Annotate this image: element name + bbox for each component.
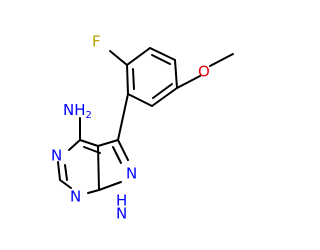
bond [117,93,129,141]
bond [174,59,178,89]
bond [87,189,100,194]
bond-group [57,47,234,194]
bond [151,87,178,107]
bond [98,181,122,191]
structure-svg: F O NH2 N N N H N [51,33,234,223]
pyrimidine-n-bottom-label: N [70,188,81,206]
bond [109,50,128,66]
bond [64,164,68,181]
bond [68,139,81,151]
bond [176,75,201,89]
bond [149,47,176,61]
bond [127,93,153,107]
bond [59,179,72,189]
bond [151,54,171,65]
amine-label: NH2 [63,101,92,122]
pyrimidine-n-top-label: N [51,147,62,165]
molecule-diagram: F O NH2 N N N H N [51,32,234,223]
bond [83,146,101,154]
atom-label-group: F O NH2 N N N H N [51,33,210,223]
bond [126,47,151,66]
amine-nh-text: NH [63,101,86,119]
oxygen-label: O [198,63,210,81]
bond [97,139,119,147]
bond [57,161,61,181]
bond [209,53,234,67]
pyrazole-nh-h-label: H [116,192,127,210]
bond [79,139,99,147]
bond [126,64,129,95]
bond [117,139,129,161]
bond [132,68,135,90]
amine-subscript: 2 [86,110,92,121]
bond [112,146,122,164]
fluorine-label: F [92,33,101,51]
bond [152,83,173,99]
pyrazole-nh-n-label: N [116,205,127,223]
pyrazole-n-label: N [126,165,137,183]
